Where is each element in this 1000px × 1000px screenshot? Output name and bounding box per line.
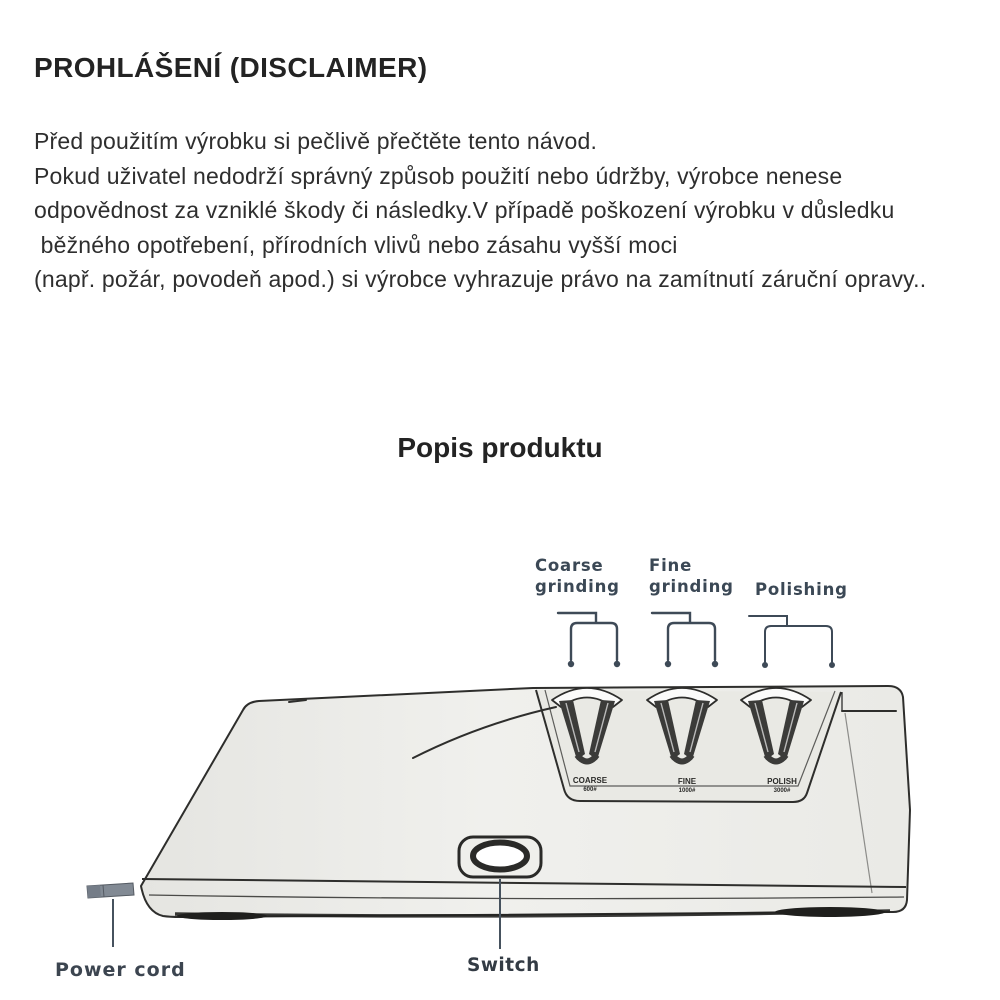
fine-grinding-label-line1: Fine [649, 556, 693, 575]
disclaimer-line: běžného opotřebení, přírodních vlivů neb… [34, 231, 678, 258]
fine-slot-caption: FINE [678, 777, 697, 786]
coarse-grinding-label: Coarse grinding [535, 555, 620, 597]
coarse-bracket [556, 611, 621, 668]
body-accent-curve [412, 706, 557, 759]
disclaimer-paragraph: Před použitím výrobku si pečlivě přečtět… [34, 124, 926, 297]
slot-wedge-left [559, 700, 585, 760]
disclaimer-line: Před použitím výrobku si pečlivě přečtět… [34, 128, 598, 154]
slot-wedge-right [684, 700, 710, 760]
disclaimer-line: odpovědnost za vzniklé škody či následky… [34, 197, 895, 224]
fine-slot-grit: 1000# [679, 788, 696, 794]
foot-right [775, 907, 885, 917]
disclaimer-line: (např. požár, povodeň apod.) si výrobce … [34, 266, 927, 293]
fine-bracket [650, 611, 719, 668]
fine-grinding-label: Fine grinding [649, 555, 734, 597]
polish-slot [740, 687, 812, 765]
right-panel-lines [841, 692, 897, 894]
fine-grinding-label-line2: grinding [649, 577, 734, 596]
polishing-bracket [748, 615, 835, 668]
polishing-label: Polishing [755, 580, 848, 599]
disclaimer-line: Pokud uživatel nedodrží správný způsob p… [34, 162, 843, 189]
switch-label: Switch [467, 955, 540, 976]
polish-slot-grit: 3000# [774, 788, 791, 794]
coarse-slot [551, 687, 623, 765]
switch-button [457, 835, 543, 879]
slot-wedge-left [748, 700, 774, 760]
fine-slot [646, 687, 718, 765]
coarse-slot-grit: 600# [583, 787, 597, 793]
coarse-slot-caption: COARSE [573, 776, 608, 785]
top-edge-mark [288, 699, 307, 703]
coarse-grinding-label-line1: Coarse [535, 556, 604, 575]
slot-wedge-left [654, 700, 680, 760]
polish-slot-caption: POLISH [767, 777, 797, 786]
sharpener-illustration: COARSE 600# FINE 1000# POLISH 3000# [86, 611, 911, 949]
coarse-grinding-label-line2: grinding [535, 577, 620, 596]
product-section-title: Popis produktu [397, 432, 603, 463]
disclaimer-title: PROHLÁŠENÍ (DISCLAIMER) [34, 52, 428, 83]
foot-left [177, 912, 267, 920]
slot-wedge-right [589, 700, 615, 760]
power-cord-label: Power cord [55, 959, 186, 981]
power-cord [86, 882, 135, 899]
slot-wedge-right [778, 700, 804, 760]
